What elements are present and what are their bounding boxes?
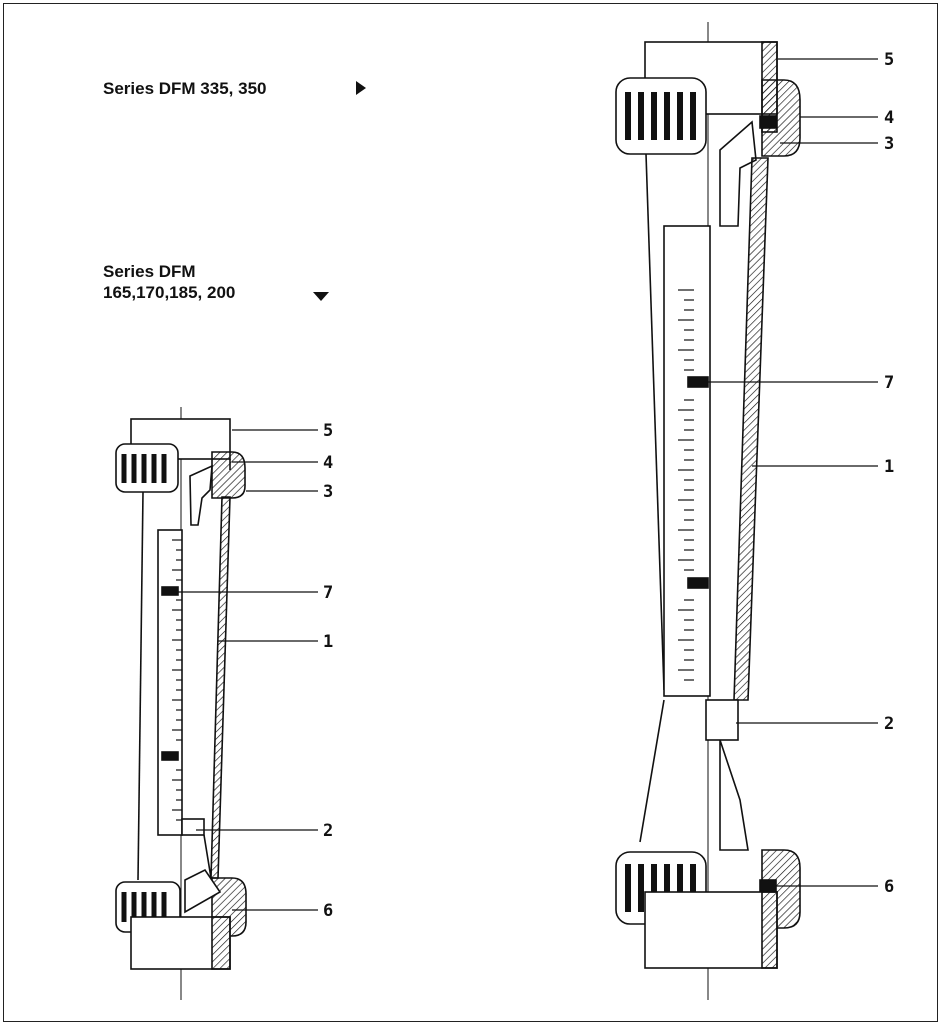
small-label-4: 4 [323, 453, 333, 473]
triangle-down-icon [313, 292, 329, 301]
small-label-7: 7 [323, 583, 333, 603]
small-label-6: 6 [323, 901, 333, 921]
series-small-caption-line2: 165,170,185, 200 [103, 283, 236, 302]
small-label-1: 1 [323, 632, 333, 652]
small-label-2: 2 [323, 821, 333, 841]
large-label-5: 5 [884, 50, 894, 70]
large-label-4: 4 [884, 108, 894, 128]
small-flowmeter [115, 407, 318, 1000]
large-label-2: 2 [884, 714, 894, 734]
small-label-5: 5 [323, 421, 333, 441]
series-large-caption: Series DFM 335, 350 [103, 79, 267, 98]
large-meter-labels: 5 4 3 7 1 2 6 [884, 50, 894, 897]
series-small-caption-line1: Series DFM [103, 262, 196, 281]
small-label-3: 3 [323, 482, 333, 502]
large-label-1: 1 [884, 457, 894, 477]
small-meter-labels: 5 4 3 7 1 2 6 [323, 421, 333, 921]
large-flowmeter [615, 22, 878, 1000]
large-label-3: 3 [884, 134, 894, 154]
triangle-right-icon [356, 81, 366, 95]
small-scale-ticks [172, 539, 182, 821]
large-scale-ticks [678, 289, 694, 681]
drawing-frame [3, 3, 938, 1022]
large-label-6: 6 [884, 877, 894, 897]
large-label-7: 7 [884, 373, 894, 393]
